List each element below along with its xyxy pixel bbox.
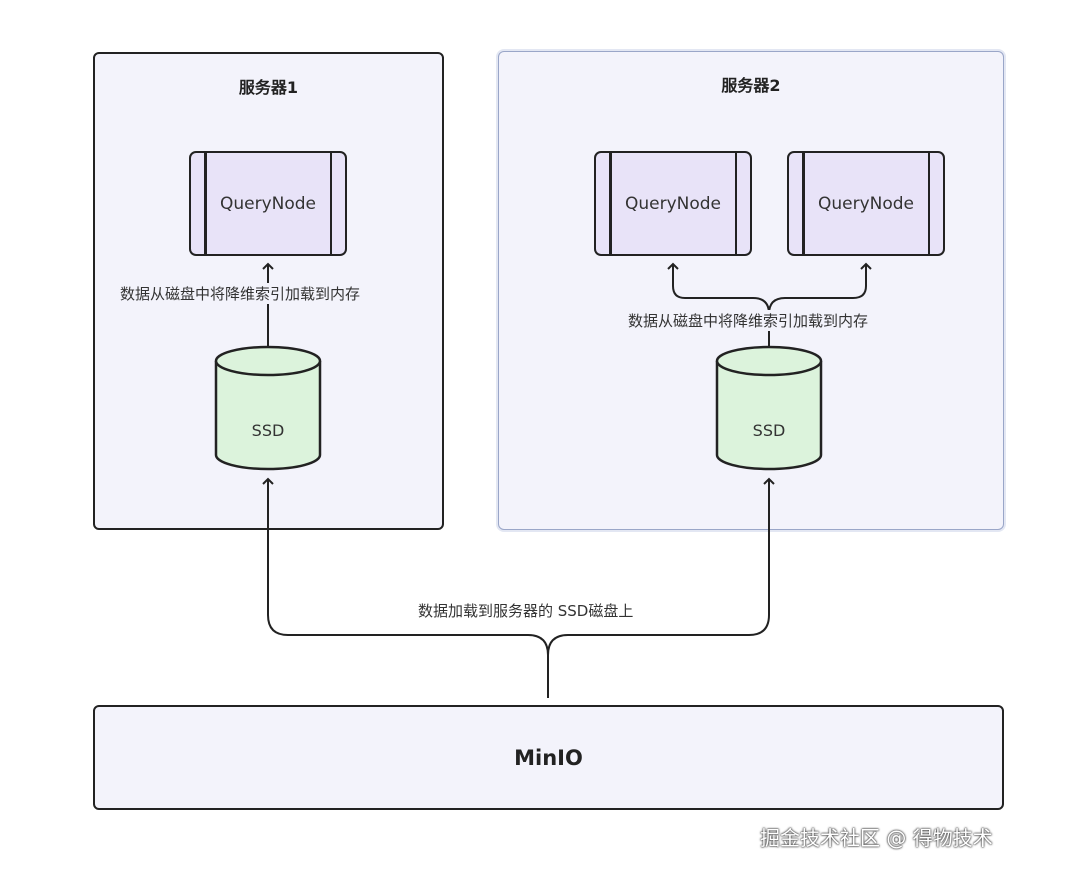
minio-label: MinIO: [514, 745, 583, 770]
caption-load-to-ssd: 数据加载到服务器的 SSD磁盘上: [416, 600, 636, 621]
ssd-2-label: SSD: [752, 421, 786, 440]
querynode-server2-left: QueryNode: [594, 151, 752, 256]
querynode-server1: QueryNode: [189, 151, 347, 256]
server-2-title: 服务器2: [721, 76, 781, 95]
querynode-server2-right: QueryNode: [787, 151, 945, 256]
caption-load-to-memory-server1: 数据从磁盘中将降维索引加载到内存: [118, 283, 363, 304]
caption-load-to-memory-server2: 数据从磁盘中将降维索引加载到内存: [626, 310, 871, 331]
watermark: 掘金技术社区 @ 得物技术: [760, 826, 993, 850]
querynode-label: QueryNode: [817, 193, 915, 214]
server-1-title: 服务器1: [238, 78, 299, 97]
ssd-1-label: SSD: [251, 421, 285, 440]
server-2-container: 服务器2: [498, 51, 1004, 530]
querynode-label: QueryNode: [219, 193, 317, 214]
querynode-label: QueryNode: [624, 193, 722, 214]
minio-storage: MinIO: [93, 705, 1004, 810]
